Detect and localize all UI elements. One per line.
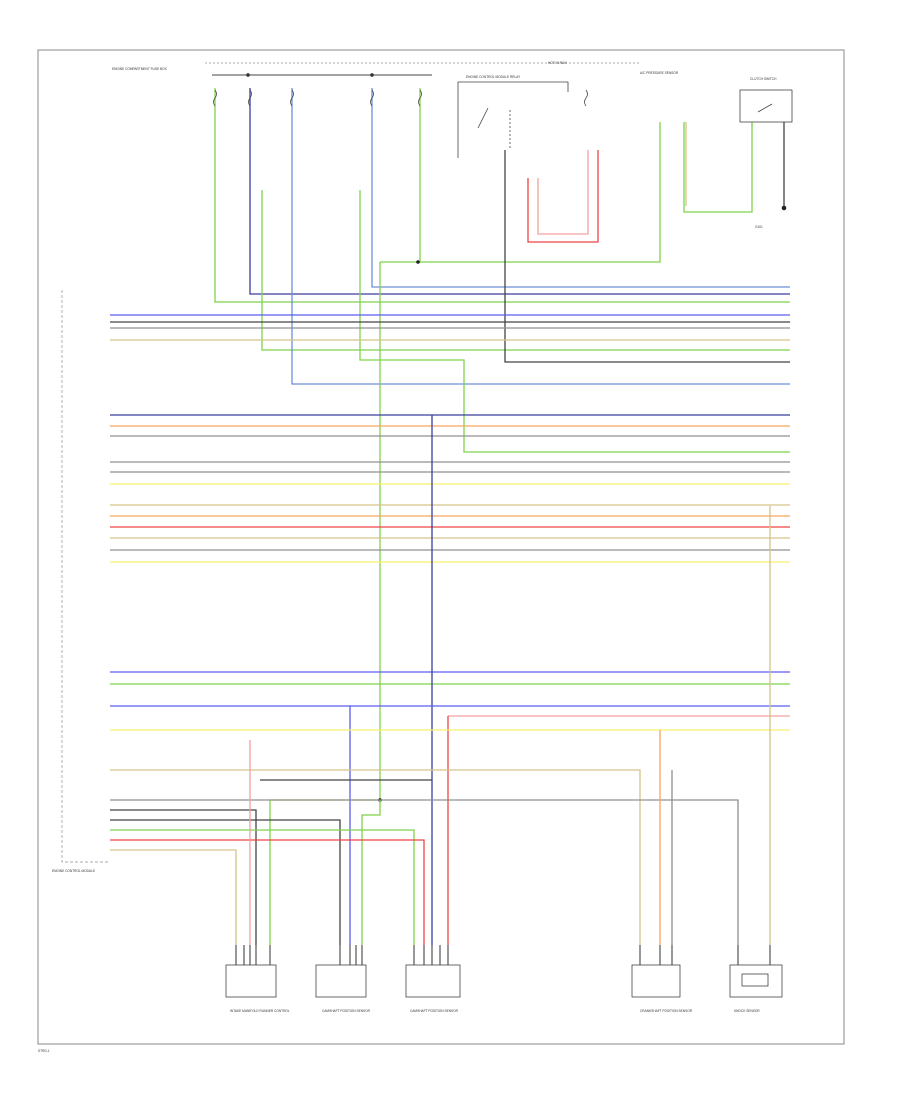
ground-dot <box>781 205 787 211</box>
wire-bus-gray-lower <box>110 799 739 945</box>
top-bus-label: HOT IN RUN <box>548 61 567 65</box>
ground-label: G101 <box>755 225 763 229</box>
wire-clutch-green <box>683 122 753 213</box>
wire-fuse4b-green <box>359 190 790 453</box>
component-box-1 <box>225 964 277 998</box>
wire-green-cam1 <box>361 800 381 945</box>
mid-sensor-label: A/C PRESSURE SENSOR <box>640 71 679 75</box>
component-label-4: CRANKSHAFT POSITION SENSOR <box>640 1009 693 1013</box>
junction-green-top <box>416 260 420 264</box>
fuse-symbol-2 <box>248 89 252 107</box>
component-layer <box>225 945 783 998</box>
component-label-3: CAMSHAFT POSITION SENSOR <box>410 1009 459 1013</box>
page-id: STRG-1 <box>38 1049 50 1053</box>
wire-imrc-tan <box>110 849 237 945</box>
fuse-symbol-5 <box>418 89 422 107</box>
wire-fuse2b-green <box>261 190 790 351</box>
wire-fuse1-green <box>214 88 790 303</box>
wire-relay-pink <box>537 150 589 235</box>
component-label-1: INTAKE MANIFOLD RUNNER CONTROL <box>230 1009 290 1013</box>
outer-frame <box>37 49 845 1045</box>
label-layer: HOT IN RUN ENGINE COMPARTMENT FUSE BOX E… <box>38 61 777 1053</box>
relay-block-label: ENGINE CONTROL MODULE RELAY <box>466 75 521 79</box>
wire-fuse3-blue <box>291 88 790 385</box>
wire-fuse2-darkblue <box>249 88 790 295</box>
component-label-5: KNOCK SENSOR <box>734 1009 760 1013</box>
relay-box <box>457 81 569 158</box>
component-box-5 <box>729 964 783 998</box>
ecm-boundary <box>61 290 110 863</box>
knock-sensor-symbol <box>741 973 769 987</box>
wire-relay-red <box>527 150 599 243</box>
component-box-4 <box>631 964 681 998</box>
component-box-2 <box>315 964 367 998</box>
wire-imrc-darkgray <box>110 809 257 945</box>
clutch-switch-box <box>739 89 793 123</box>
wire-green-long <box>269 262 381 945</box>
fuse-symbol-3 <box>290 89 294 107</box>
relay-contact <box>477 107 489 129</box>
wire-relay-darkgray <box>504 150 790 363</box>
wire-cam2-red2 <box>110 839 425 945</box>
component-label-2: CAMSHAFT POSITION SENSOR <box>322 1009 371 1013</box>
fuse-symbol-4 <box>370 89 374 107</box>
wire-bus-tan-lower <box>110 769 641 945</box>
fuse-symbol-6 <box>584 89 588 107</box>
wire-sensor-green <box>380 122 661 263</box>
frame-layer <box>37 49 845 1045</box>
wire-layer <box>110 73 790 945</box>
ecm-label: ENGINE CONTROL MODULE <box>52 869 95 873</box>
wire-cam1-darkgray <box>110 819 341 945</box>
wire-cam2-green <box>110 829 415 945</box>
wire-fuse4-blue <box>371 88 790 288</box>
top-left-block-label: ENGINE COMPARTMENT FUSE BOX <box>112 67 168 71</box>
wire-cam1-violet <box>110 705 351 945</box>
clutch-switch-contact <box>757 103 773 113</box>
top-right-component-label: CLUTCH SWITCH <box>750 77 777 81</box>
fuse-symbol-1 <box>213 89 217 107</box>
component-box-3 <box>405 964 461 998</box>
